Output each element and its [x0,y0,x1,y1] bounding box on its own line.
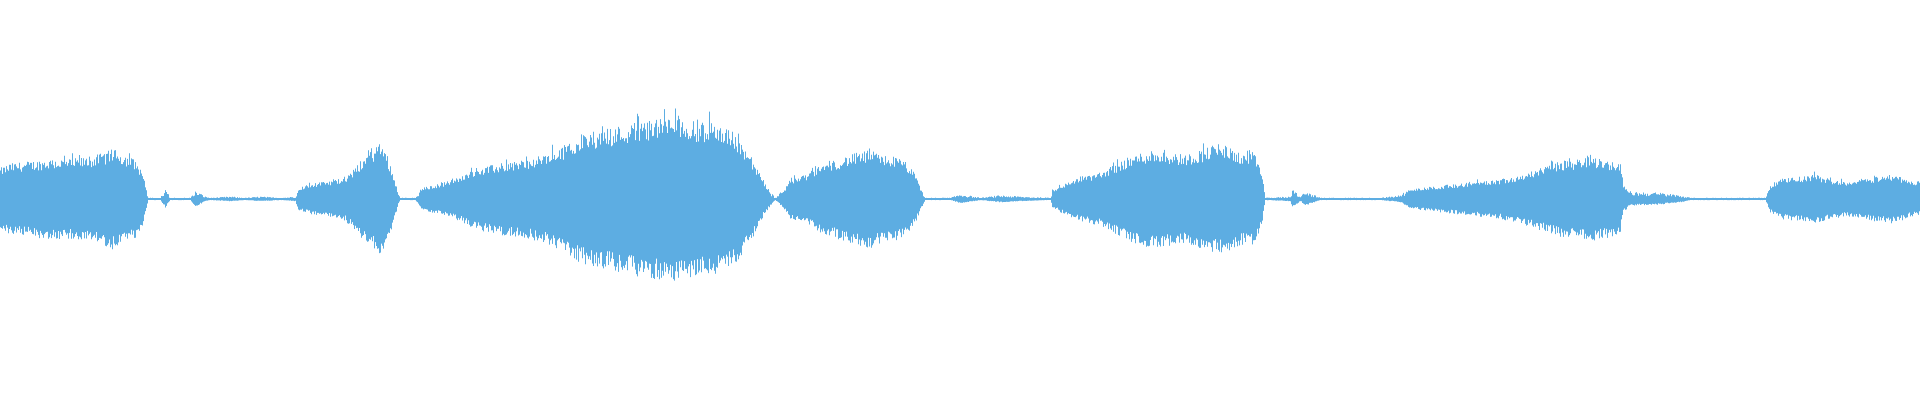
waveform-path [0,108,1920,281]
